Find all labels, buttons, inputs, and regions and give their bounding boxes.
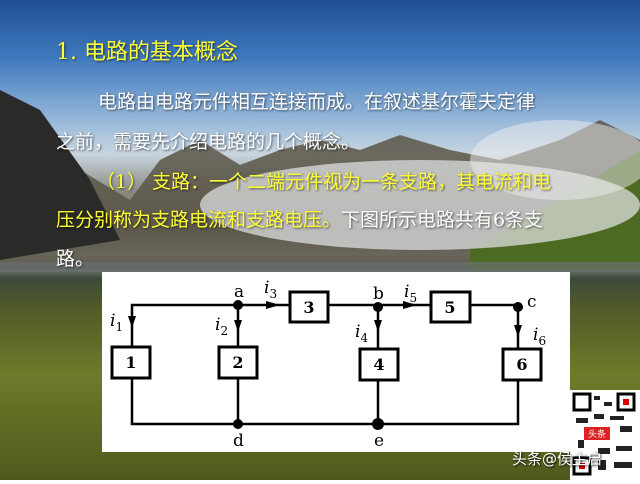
element-box — [217, 345, 259, 380]
node-dot — [233, 300, 243, 310]
node-label: e — [374, 431, 384, 451]
qr-code: 头条 — [570, 390, 640, 480]
badge-logo: 头条 — [588, 428, 606, 440]
watermark: 头条@侯主启 — [512, 450, 603, 468]
slide-title: 1. 电路的基本概念 — [56, 40, 238, 65]
circuit-panel: 1 2 3 4 5 6 a b c d e i1 i2 i3 i4 i5 i6 — [102, 272, 570, 452]
element-label: 1 — [125, 353, 136, 372]
node-label: a — [234, 282, 244, 302]
arrow-icon — [128, 316, 136, 328]
node-dot — [373, 302, 383, 312]
current-label: i3 — [264, 278, 277, 301]
current-label: i6 — [533, 325, 546, 348]
element-box — [429, 290, 472, 324]
paragraph-line: 电路由电路元件相互连接而成。在叙述基尔霍夫定律 — [98, 91, 536, 113]
current-label: i2 — [215, 315, 228, 338]
circuit-diagram: 1 2 3 4 5 6 a b c d e i1 i2 i3 i4 i5 i6 — [110, 278, 546, 451]
element-box — [358, 347, 400, 382]
current-label: i4 — [355, 322, 368, 345]
arrow-icon — [266, 301, 280, 309]
element-box — [288, 290, 330, 324]
paragraph-line: 之前，需要先介绍电路的几个概念。 — [56, 131, 361, 153]
element-label: 3 — [303, 298, 314, 317]
current-label: i1 — [110, 311, 123, 334]
arrow-icon — [374, 320, 382, 332]
node-dot — [233, 419, 243, 429]
paragraph-line-highlight: 压分别称为支路电流和支路电压。 — [56, 209, 342, 231]
arrow-icon — [514, 325, 522, 337]
arrow-icon — [403, 301, 417, 309]
element-box — [110, 345, 152, 380]
paragraph-line: 下图所示电路共有6条支 — [341, 209, 544, 231]
element-label: 5 — [444, 298, 455, 317]
element-label: 6 — [516, 355, 527, 374]
paragraph-line: 路。 — [56, 248, 95, 270]
node-label: d — [233, 431, 244, 451]
element-label: 2 — [232, 353, 243, 372]
arrow-icon — [234, 320, 242, 332]
qr-code-pattern: 头条 — [572, 392, 636, 476]
node-label: c — [527, 292, 537, 312]
node-dot — [513, 302, 523, 312]
element-box — [501, 347, 543, 382]
current-label: i5 — [404, 282, 417, 305]
element-label: 4 — [373, 355, 384, 374]
paragraph-line: （1） 支路：一个二端元件视为一条支路，其电流和电 — [96, 171, 552, 193]
node-dot — [372, 418, 384, 430]
node-label: b — [373, 284, 384, 304]
